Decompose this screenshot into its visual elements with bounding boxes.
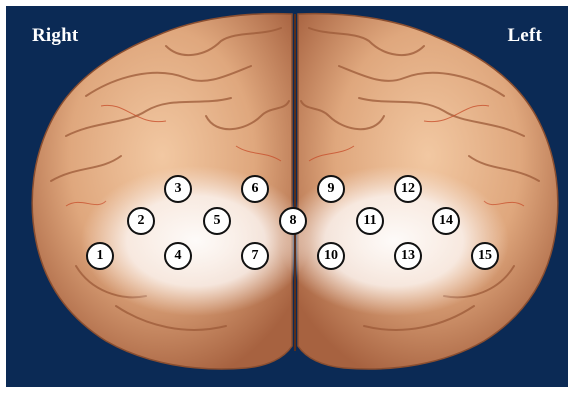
electrode-marker: 5 — [203, 207, 231, 235]
electrode-marker: 4 — [164, 242, 192, 270]
electrode-marker: 2 — [127, 207, 155, 235]
electrode-marker: 8 — [279, 207, 307, 235]
electrode-marker: 6 — [241, 175, 269, 203]
electrode-marker: 12 — [394, 175, 422, 203]
electrode-marker: 1 — [86, 242, 114, 270]
right-hemisphere-label: Right — [32, 25, 78, 47]
electrode-marker: 11 — [356, 207, 384, 235]
brain-illustration — [6, 6, 568, 387]
electrode-marker: 13 — [394, 242, 422, 270]
electrode-marker: 9 — [317, 175, 345, 203]
right-frontal-highlight — [81, 166, 311, 316]
left-hemisphere-label: Left — [507, 25, 542, 47]
electrode-marker: 10 — [317, 242, 345, 270]
electrode-marker: 14 — [432, 207, 460, 235]
electrode-marker: 3 — [164, 175, 192, 203]
electrode-marker: 7 — [241, 242, 269, 270]
brain-figure: Right Left 1 2 3 4 5 6 7 8 9 10 11 12 13… — [6, 6, 568, 387]
electrode-marker: 15 — [471, 242, 499, 270]
